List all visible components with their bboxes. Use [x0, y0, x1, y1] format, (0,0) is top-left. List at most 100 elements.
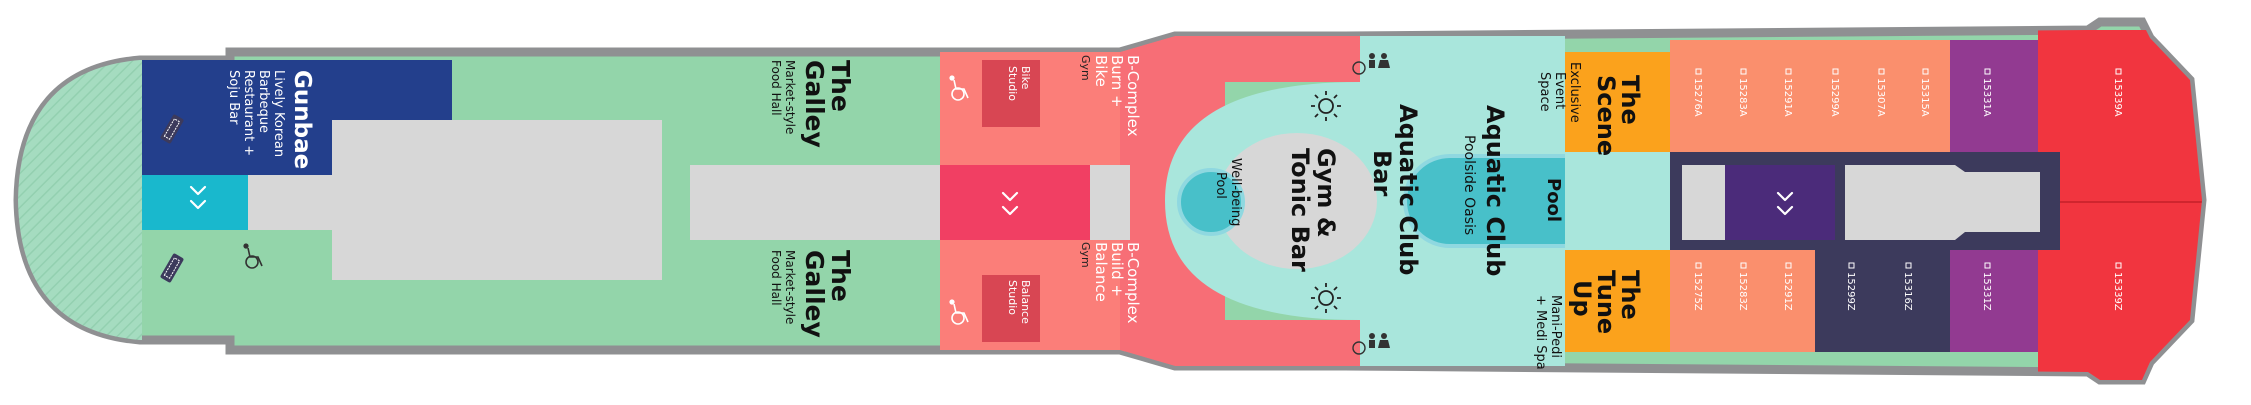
- wellbeing-pool-text: Pool: [1213, 172, 1228, 199]
- cabin-labels-bottom: 15275Z 15283Z 15291Z 15299Z 15316Z 15331…: [1692, 262, 2123, 311]
- cabin-square-icon: [1832, 68, 1839, 75]
- the-scene-area: [1565, 52, 1670, 152]
- cabin-block: [1670, 40, 1950, 152]
- cabin-square-icon: [1984, 68, 1991, 75]
- tune-up-sub: + Medi Spa: [1533, 295, 1548, 370]
- cabin-square-icon: [1695, 68, 1702, 75]
- cabin-number[interactable]: 15283Z: [1737, 272, 1748, 311]
- cabin-block: [1950, 40, 2038, 152]
- cabin-labels-top: 15276A 15283A 15291A 15299A 15307A 15315…: [1692, 68, 2123, 117]
- elevator-chevron-icon[interactable]: [189, 185, 207, 210]
- cabin-number[interactable]: 15291A: [1782, 78, 1793, 117]
- cabin-block: [1950, 250, 2038, 352]
- gym-tonic-bar-label: Gym & Tonic Bar: [1286, 148, 1340, 272]
- cabin-number[interactable]: 15299A: [1829, 78, 1840, 117]
- the-scene-sub: Space: [1537, 72, 1552, 112]
- balance-studio: [982, 275, 1040, 342]
- galley-title: Galley: [800, 60, 829, 148]
- stairwell: [142, 175, 248, 230]
- gunbae-subtitle: Lively Korean: [271, 70, 286, 157]
- cabin-square-icon: [1905, 262, 1912, 269]
- the-scene-subtitle: Exclusive Event Space: [1537, 62, 1582, 123]
- bike-studio-label: Bike Studio: [1006, 66, 1032, 101]
- lounger-icon: [160, 253, 184, 283]
- elevator-lobby: [1725, 165, 1835, 240]
- cabin-number[interactable]: 15307A: [1875, 78, 1886, 117]
- burn-bike-text: B-Complex: [1124, 55, 1142, 137]
- build-balance-text: Gym: [1079, 242, 1092, 268]
- tune-up-text: Up: [1568, 280, 1596, 317]
- cabin-square-icon: [1695, 262, 1702, 269]
- service-area: [1845, 165, 2040, 240]
- galley-subtitle: Market-style: [783, 250, 797, 324]
- gunbae-subtitle: Barbeque: [256, 70, 271, 133]
- service-area: [1682, 165, 1725, 240]
- tune-up-subtitle: Mani-Pedi + Medi Spa: [1533, 295, 1563, 370]
- burn-bike-gym-label: B-Complex Burn + Bike Gym: [1079, 55, 1142, 137]
- burn-bike-text: Gym: [1079, 55, 1092, 81]
- bike-studio: [982, 60, 1040, 127]
- restroom-icon: [1352, 53, 1390, 75]
- aquatic-club-label: Aquatic Club Poolside Oasis: [1461, 105, 1509, 276]
- the-scene-text: The: [1616, 75, 1644, 125]
- cabin-number[interactable]: 15283A: [1737, 78, 1748, 117]
- wellbeing-pool-text: Well-being: [1228, 158, 1243, 226]
- gunbae-title: Gunbae: [289, 70, 315, 169]
- cabin-number[interactable]: 15275Z: [1692, 272, 1703, 311]
- lounger-icon: [160, 114, 184, 144]
- sun-icon: [1311, 283, 1341, 313]
- bike-studio-text: Studio: [1006, 66, 1019, 101]
- cabin-square-icon: [1984, 262, 1991, 269]
- cabin-number[interactable]: 15316Z: [1902, 272, 1913, 311]
- burn-bike-text: Burn +: [1108, 55, 1126, 108]
- cabin-block: [1815, 250, 1950, 352]
- cabin-number[interactable]: 15339Z: [2112, 272, 2123, 311]
- elevator-chevron-icon[interactable]: [1001, 191, 1019, 216]
- tune-up-sub: Mani-Pedi: [1548, 295, 1563, 358]
- cabin-square-icon: [1848, 262, 1855, 269]
- cabin-block: [2038, 202, 2202, 380]
- cabin-square-icon: [1785, 262, 1792, 269]
- bike-studio-text: Bike: [1019, 66, 1032, 90]
- gym-tonic-bar-area: [1217, 133, 1377, 269]
- galley-title: Galley: [800, 250, 829, 338]
- restroom-icon: [1352, 333, 1390, 355]
- aquatic-club-area: [1565, 152, 1670, 250]
- aquatic-bar-text: Bar: [1368, 150, 1396, 196]
- tune-up-text: The: [1616, 270, 1644, 320]
- the-scene-label: The Scene: [1592, 75, 1644, 156]
- aquatic-bar-text: Aquatic Club: [1394, 104, 1422, 275]
- galley-subtitle: Food Hall: [769, 250, 783, 306]
- galley-label: The Galley Market-style Food Hall: [769, 60, 855, 148]
- cabin-number[interactable]: 15315A: [1919, 78, 1930, 117]
- elevator-lobby: [940, 165, 1090, 240]
- cabin-number[interactable]: 15331Z: [1981, 272, 1992, 311]
- cabin-square-icon: [1878, 68, 1885, 75]
- balance-studio-text: Balance: [1019, 280, 1032, 324]
- cabin-square-icon: [1740, 262, 1747, 269]
- tune-up-label: The Tune Up: [1568, 270, 1644, 334]
- elevator-chevron-icon[interactable]: [1776, 191, 1794, 216]
- balance-studio-text: Studio: [1006, 280, 1019, 315]
- cabin-square-icon: [1785, 68, 1792, 75]
- cabin-number[interactable]: 15291Z: [1782, 272, 1793, 311]
- cabin-number[interactable]: 15276A: [1692, 78, 1703, 117]
- service-area: [690, 165, 940, 240]
- galley-subtitle: Market-style: [783, 60, 797, 134]
- gunbae-subtitle: Restaurant +: [241, 70, 256, 156]
- build-balance-gym-label: B-Complex Build + Balance Gym: [1079, 242, 1142, 324]
- cabin-number[interactable]: 15299Z: [1845, 272, 1856, 311]
- burn-bike-text: Bike: [1092, 55, 1110, 87]
- service-area: [332, 120, 662, 280]
- service-area: [1090, 165, 1130, 240]
- gym-tonic-text: Tonic Bar: [1286, 148, 1314, 272]
- build-balance-text: B-Complex: [1124, 242, 1142, 324]
- cabin-number[interactable]: 15331A: [1981, 78, 1992, 117]
- service-area: [248, 175, 368, 230]
- cabin-block: [2038, 30, 2202, 202]
- cabin-number[interactable]: 15339A: [2112, 78, 2123, 117]
- sun-icon: [1311, 91, 1341, 121]
- the-scene-text: Scene: [1592, 75, 1620, 156]
- galley-title: The: [826, 60, 855, 112]
- wheelchair-icon: [949, 75, 969, 101]
